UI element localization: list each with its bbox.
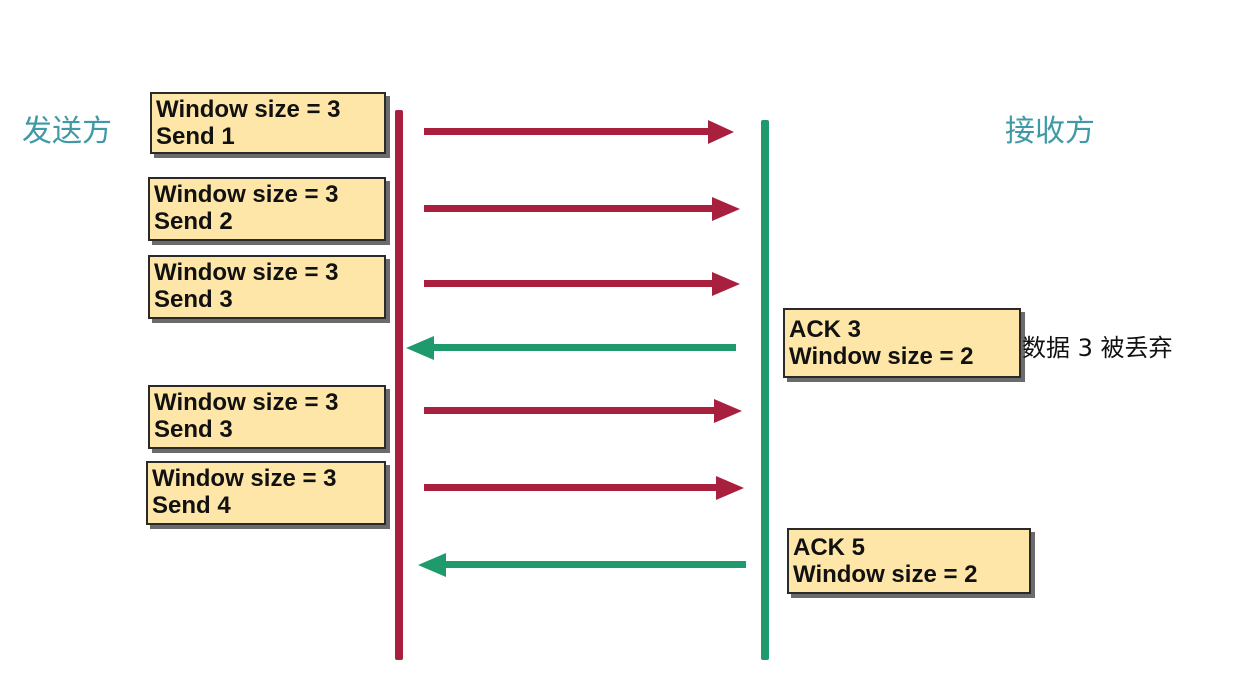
box-send-number: Send 1: [156, 123, 235, 150]
arrow-send-3: [424, 272, 740, 296]
arrow-ack-3: [406, 336, 736, 360]
box-ack-number: ACK 3: [789, 316, 862, 343]
box-window-size: Window size = 3: [156, 96, 341, 123]
receiver-label: 接收方: [1005, 114, 1095, 149]
arrow-resend-3: [424, 399, 742, 423]
box-send-number: Send 3: [154, 416, 233, 443]
receiver-lifeline: [761, 120, 769, 660]
data-dropped-note: 数据 3 被丢弃: [1022, 334, 1173, 362]
box-window-size: Window size = 2: [793, 561, 978, 588]
sender-box-send-2: Window size = 3 Send 2: [148, 177, 386, 241]
sender-lifeline: [395, 110, 403, 660]
sender-box-send-4: Window size = 3 Send 4: [146, 461, 386, 525]
box-window-size: Window size = 3: [152, 465, 337, 492]
box-window-size: Window size = 3: [154, 389, 339, 416]
receiver-box-ack-3: ACK 3 Window size = 2: [783, 308, 1021, 378]
sender-label: 发送方: [22, 114, 112, 149]
sender-box-send-3: Window size = 3 Send 3: [148, 255, 386, 319]
box-send-number: Send 4: [152, 492, 231, 519]
arrow-ack-5: [418, 553, 746, 577]
box-ack-number: ACK 5: [793, 534, 866, 561]
box-send-number: Send 2: [154, 208, 233, 235]
arrow-send-4: [424, 476, 744, 500]
box-window-size: Window size = 2: [789, 343, 974, 370]
box-window-size: Window size = 3: [154, 181, 339, 208]
box-window-size: Window size = 3: [154, 259, 339, 286]
sender-box-resend-3: Window size = 3 Send 3: [148, 385, 386, 449]
arrow-send-2: [424, 197, 740, 221]
box-send-number: Send 3: [154, 286, 233, 313]
sender-box-send-1: Window size = 3 Send 1: [150, 92, 386, 154]
arrow-send-1: [424, 120, 734, 144]
receiver-box-ack-5: ACK 5 Window size = 2: [787, 528, 1031, 594]
